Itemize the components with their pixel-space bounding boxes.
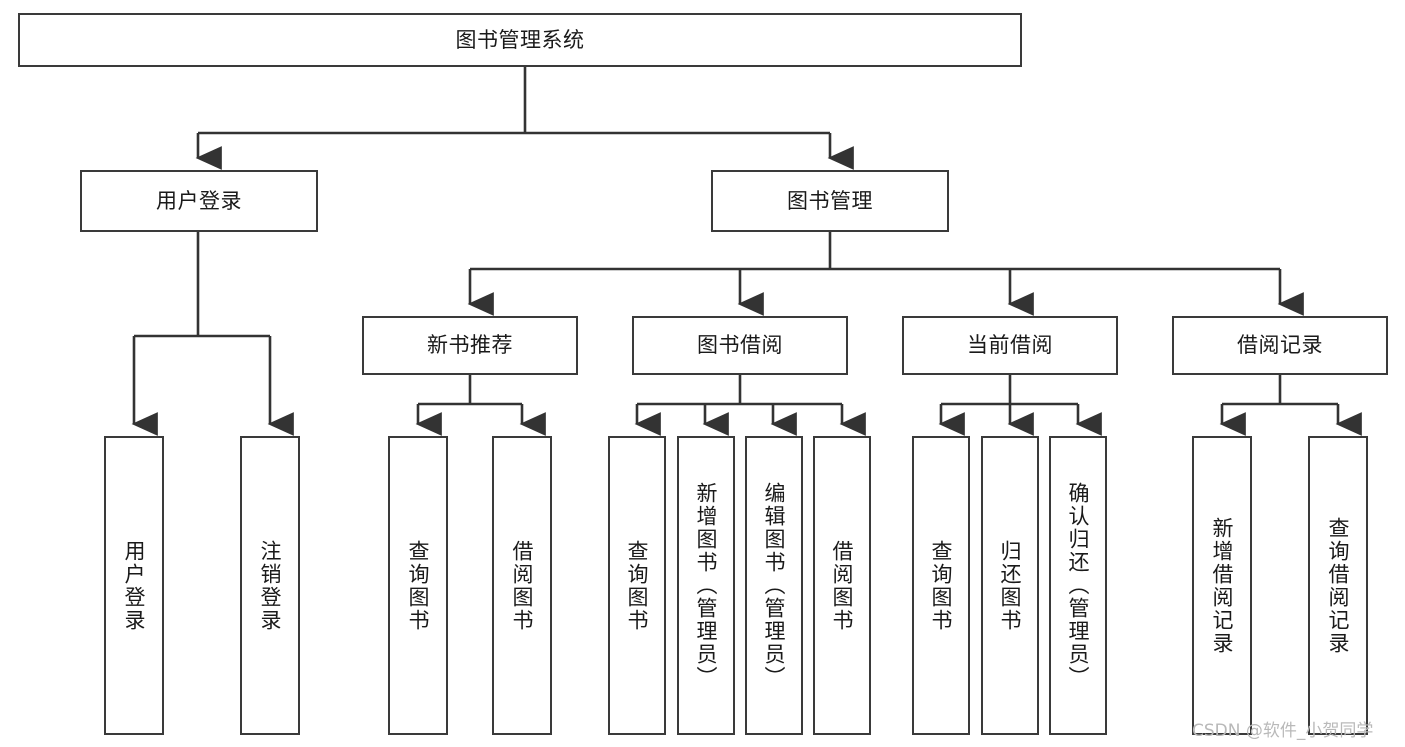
node-leaf-return-book[interactable]: 归还图书 (981, 436, 1039, 735)
node-leaf-query-book-3[interactable]: 查询图书 (912, 436, 970, 735)
node-leaf-borrow-book-1-label: 借阅图书 (510, 539, 535, 632)
node-user-login[interactable]: 用户登录 (80, 170, 318, 232)
node-borrow-record-label: 借阅记录 (1237, 333, 1323, 358)
csdn-watermark: CSDN @软件_小贺同学 (1192, 721, 1374, 741)
node-current-borrow-label: 当前借阅 (967, 333, 1053, 358)
node-leaf-add-book[interactable]: 新增图书（管理员） (677, 436, 735, 735)
node-leaf-query-book-3-label: 查询图书 (929, 539, 954, 632)
node-root-label: 图书管理系统 (455, 27, 585, 52)
node-leaf-borrow-book-2[interactable]: 借阅图书 (813, 436, 871, 735)
node-leaf-query-book-2-label: 查询图书 (625, 539, 650, 632)
node-leaf-logout-login-label: 注销登录 (258, 539, 283, 632)
node-leaf-edit-book[interactable]: 编辑图书（管理员） (745, 436, 803, 735)
node-leaf-borrow-book-1[interactable]: 借阅图书 (492, 436, 552, 735)
node-leaf-add-record[interactable]: 新增借阅记录 (1192, 436, 1252, 735)
node-leaf-query-book-1[interactable]: 查询图书 (388, 436, 448, 735)
node-leaf-confirm-return[interactable]: 确认归还（管理员） (1049, 436, 1107, 735)
node-leaf-logout-login[interactable]: 注销登录 (240, 436, 300, 735)
node-user-login-label: 用户登录 (156, 188, 242, 213)
node-book-borrow[interactable]: 图书借阅 (632, 316, 848, 375)
node-leaf-add-record-label: 新增借阅记录 (1210, 516, 1235, 655)
node-leaf-confirm-return-label: 确认归还（管理员） (1066, 482, 1091, 689)
node-book-borrow-label: 图书借阅 (697, 333, 783, 358)
node-book-manage[interactable]: 图书管理 (711, 170, 949, 232)
node-leaf-return-book-label: 归还图书 (998, 539, 1023, 632)
node-new-book-recommend[interactable]: 新书推荐 (362, 316, 578, 375)
node-leaf-query-book-2[interactable]: 查询图书 (608, 436, 666, 735)
node-leaf-user-login[interactable]: 用户登录 (104, 436, 164, 735)
node-current-borrow[interactable]: 当前借阅 (902, 316, 1118, 375)
node-book-manage-label: 图书管理 (787, 188, 873, 213)
node-leaf-query-record-label: 查询借阅记录 (1326, 516, 1351, 655)
node-leaf-user-login-label: 用户登录 (122, 539, 147, 632)
node-leaf-edit-book-label: 编辑图书（管理员） (762, 482, 787, 689)
node-new-book-recommend-label: 新书推荐 (427, 333, 513, 358)
node-borrow-record[interactable]: 借阅记录 (1172, 316, 1388, 375)
node-leaf-add-book-label: 新增图书（管理员） (694, 482, 719, 689)
node-leaf-borrow-book-2-label: 借阅图书 (830, 539, 855, 632)
node-leaf-query-record[interactable]: 查询借阅记录 (1308, 436, 1368, 735)
node-leaf-query-book-1-label: 查询图书 (406, 539, 431, 632)
node-root[interactable]: 图书管理系统 (18, 13, 1022, 67)
